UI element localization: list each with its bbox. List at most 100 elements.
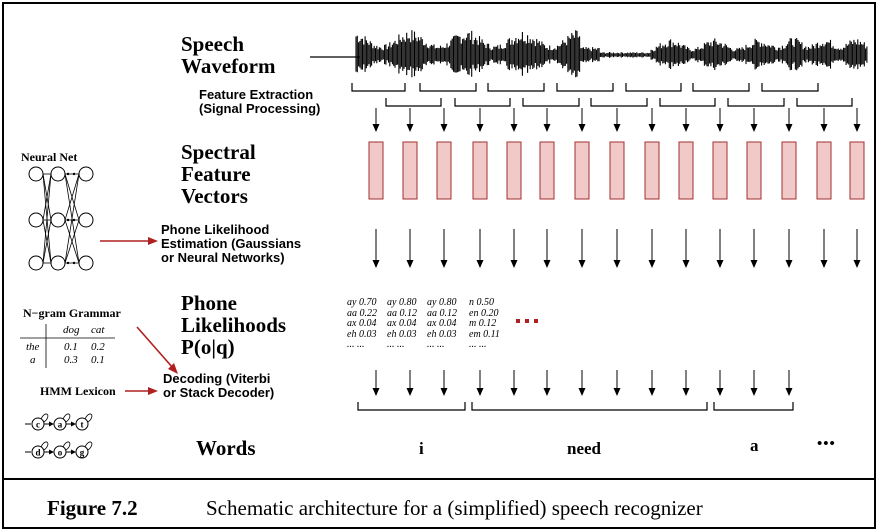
lexicon-node — [31, 445, 45, 459]
grammar-to-decoding-arrow — [136, 326, 178, 374]
estimation-arrow — [613, 229, 621, 268]
estimation-label-3: or Neural Networks) — [161, 250, 285, 265]
nn-node — [50, 255, 66, 271]
phone-likelihood-entry: ... ... — [347, 339, 365, 350]
nn-node — [28, 212, 44, 228]
nn-node — [50, 166, 66, 182]
estimation-arrow — [682, 229, 690, 268]
feature-vector — [644, 141, 660, 200]
decoding-arrow — [750, 370, 758, 396]
extraction-bracket — [385, 98, 442, 107]
spectral-feature-vectors — [368, 141, 865, 200]
estimation-arrow — [476, 229, 484, 268]
grammar-col-cat: cat — [91, 324, 105, 336]
feature-vector — [539, 141, 555, 200]
phone-likelihood-entry: m 0.12 — [469, 318, 497, 329]
feature-vector — [574, 141, 590, 200]
phone-likelihood-entry: aa 0.12 — [427, 307, 457, 319]
phone-likelihood-entry: em 0.11 — [469, 328, 500, 340]
feature-vector — [712, 141, 728, 200]
lexicon-node-label: c — [36, 420, 40, 430]
phone-likelihood-entry: n 0.50 — [469, 297, 494, 308]
phone-likelihood-entry: aa 0.22 — [347, 307, 377, 319]
extraction-arrow — [440, 108, 448, 132]
feature-vector — [402, 141, 418, 200]
extraction-arrow — [543, 108, 551, 132]
extraction-bracket — [556, 83, 614, 92]
grammar-cell: 0.1 — [64, 341, 78, 353]
lexicon-node-label: d — [35, 448, 40, 458]
extraction-arrow — [648, 108, 656, 132]
phone-likelihood-entry: ... ... — [469, 339, 487, 350]
word-bracket — [357, 402, 466, 411]
phone-likelihood-entry: ax 0.04 — [347, 318, 377, 329]
decoding-arrow — [613, 370, 621, 396]
feature-vector — [506, 141, 522, 200]
extraction-arrow — [578, 108, 586, 132]
decoding-arrow — [716, 370, 724, 396]
extraction-arrow — [510, 108, 518, 132]
phone-likelihood-entry: ay 0.80 — [387, 297, 417, 308]
grammar-col-dog: dog — [63, 324, 80, 336]
extraction-arrows — [372, 108, 861, 132]
extraction-arrow — [853, 108, 861, 132]
extraction-bracket — [454, 98, 511, 107]
estimation-label-2: Estimation (Gaussians — [161, 236, 302, 251]
feature-extraction-label: Feature Extraction — [199, 87, 314, 102]
extraction-bracket — [419, 83, 477, 92]
feature-vector — [678, 141, 694, 200]
estimation-arrow — [406, 229, 414, 268]
extraction-bracket — [761, 83, 819, 92]
word-bracket — [713, 402, 794, 411]
decoding-arrow — [785, 370, 793, 396]
likelihood-ellipsis-red — [516, 319, 538, 323]
extraction-bracket — [590, 98, 648, 107]
phone-likelihood-entry: ... ... — [427, 339, 445, 350]
grammar-row-the: the — [26, 341, 40, 353]
extraction-arrow — [750, 108, 758, 132]
extraction-bracket — [692, 83, 750, 92]
extraction-bracket — [727, 98, 785, 107]
grammar-row-a: a — [30, 354, 36, 366]
extraction-arrow — [785, 108, 793, 132]
estimation-arrow — [648, 229, 656, 268]
lexicon-node-label: t — [81, 420, 84, 430]
decoding-arrow — [406, 370, 414, 396]
estimation-arrow — [372, 229, 380, 268]
neural-net-label: Neural Net — [21, 150, 78, 164]
extraction-arrow — [613, 108, 621, 132]
decoding-arrow — [543, 370, 551, 396]
estimation-arrow — [785, 229, 793, 268]
grammar-cell: 0.1 — [91, 354, 105, 366]
words-label: Words — [196, 436, 256, 460]
estimation-arrow — [716, 229, 724, 268]
lexicon-node-label: o — [58, 448, 63, 458]
lexicon-node — [53, 417, 67, 431]
figure-caption: Schematic architecture for a (simplified… — [206, 496, 703, 520]
decoding-label-2: or Stack Decoder) — [163, 385, 275, 400]
phone-likelihood-entry: ay 0.80 — [427, 297, 457, 308]
nn-node — [28, 255, 44, 271]
word-need: need — [567, 439, 601, 458]
phone-likelihood-entry: ... ... — [387, 339, 405, 350]
decoding-arrow — [440, 370, 448, 396]
lexicon-node — [75, 445, 89, 459]
estimation-arrow — [578, 229, 586, 268]
nn-to-estimation-arrow — [100, 237, 158, 245]
decoding-label-1: Decoding (Viterbi — [163, 371, 271, 386]
lexicon-to-decoding-arrow — [125, 387, 158, 395]
nn-node — [78, 255, 94, 271]
extraction-bracket — [796, 98, 853, 107]
extraction-arrow — [406, 108, 414, 132]
extraction-arrow — [476, 108, 484, 132]
feature-vector — [436, 141, 452, 200]
phone-likelihoods-label-2: Likelihoods — [181, 313, 287, 337]
feature-vector — [816, 141, 832, 200]
estimation-arrow — [543, 229, 551, 268]
feature-vector — [746, 141, 762, 200]
extraction-bracket — [522, 98, 580, 107]
extraction-bracket — [487, 83, 545, 92]
phone-likelihood-entry: aa 0.12 — [387, 307, 417, 319]
